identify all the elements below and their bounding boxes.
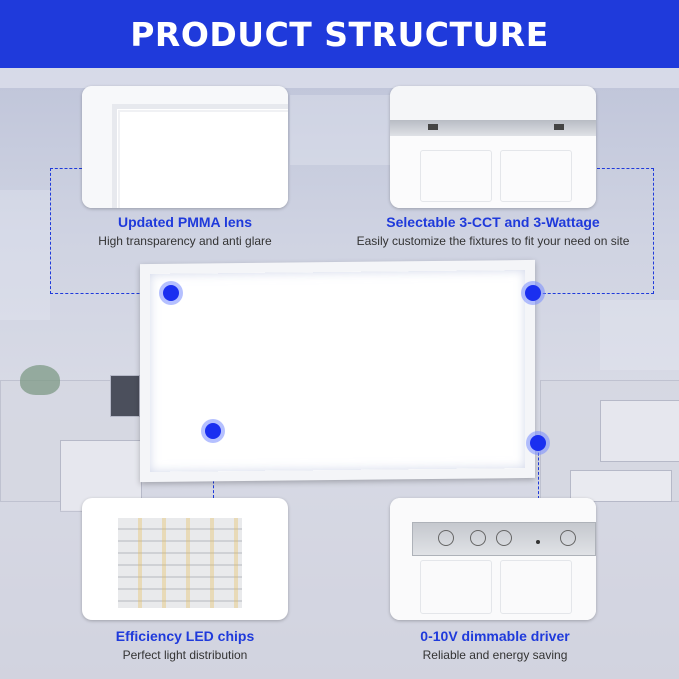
plant-icon	[20, 365, 60, 395]
feature-subtitle-driver: Reliable and energy saving	[422, 648, 568, 662]
feature-title-lens: Updated PMMA lens	[117, 214, 253, 230]
driver-photo	[390, 498, 596, 620]
callout-dot-led	[205, 423, 221, 439]
feature-subtitle-lens: High transparency and anti glare	[98, 234, 272, 248]
header-banner: PRODUCT STRUCTURE	[0, 0, 679, 68]
callout-dot-driver	[530, 435, 546, 451]
callout-dot-cct	[525, 285, 541, 301]
feature-subtitle-cct: Easily customize the fixtures to fit you…	[356, 234, 630, 248]
feature-title-driver: 0-10V dimmable driver	[420, 628, 570, 644]
cct-switch-photo	[390, 86, 596, 208]
callout-dot-lens	[163, 285, 179, 301]
led-chips-photo	[82, 498, 288, 620]
pmma-lens-photo	[82, 86, 288, 208]
feature-title-cct: Selectable 3-CCT and 3-Wattage	[386, 214, 600, 230]
feature-subtitle-led: Perfect light distribution	[122, 648, 248, 662]
feature-title-led: Efficiency LED chips	[115, 628, 255, 644]
page-title: PRODUCT STRUCTURE	[130, 14, 549, 54]
led-panel-image	[140, 259, 535, 483]
